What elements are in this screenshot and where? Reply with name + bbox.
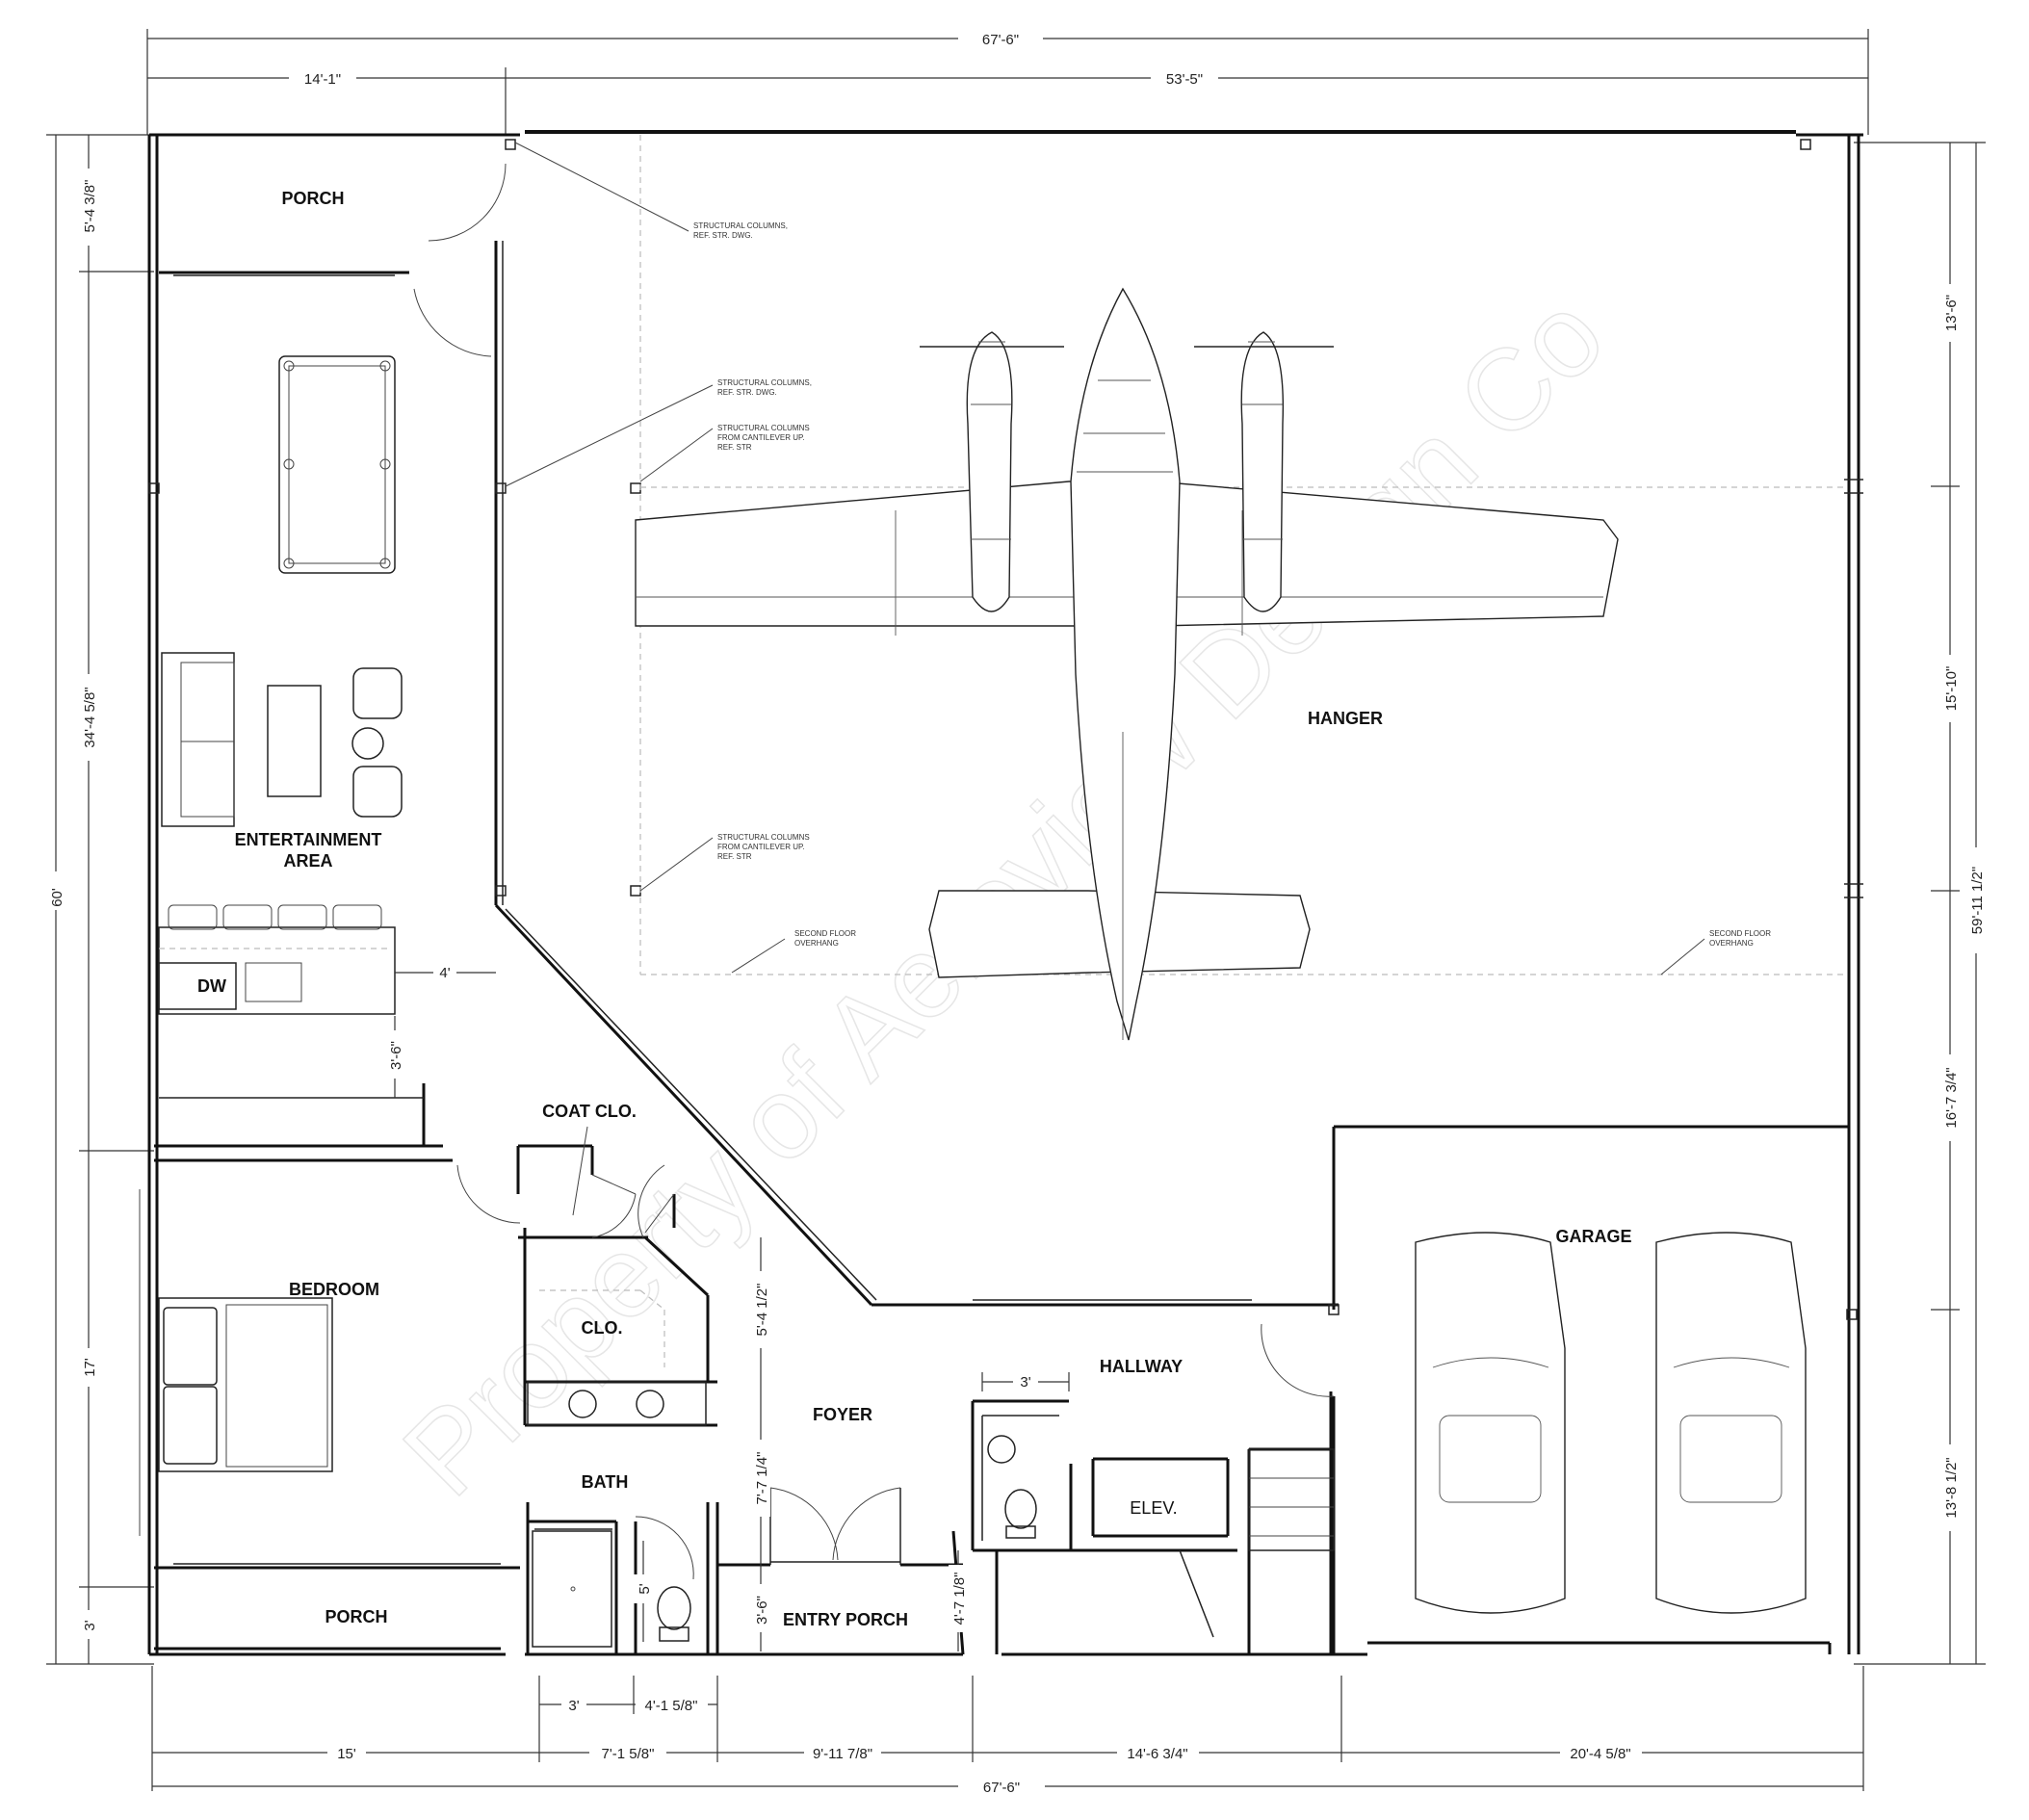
dim-bottom-3: 9'-11 7/8" xyxy=(813,1746,872,1762)
dim-bottom-1: 15' xyxy=(337,1746,356,1762)
label-closet: CLO. xyxy=(582,1318,623,1338)
car-right xyxy=(1655,1232,1807,1614)
dim-right-overall: 59'-11 1/2" xyxy=(1969,867,1986,934)
car-left xyxy=(1415,1232,1566,1614)
dimensions-bottom: 15' 7'-1 5/8" 9'-11 7/8" 14'-6 3/4" 20'-… xyxy=(151,1666,1864,1796)
dimensions-top: 67'-6" 14'-1" 53'-5" xyxy=(146,29,1869,135)
dimensions-left: 60' 5'-4 3/8" 34'-4 5/8" 17' 3' xyxy=(46,134,154,1665)
note-col-3c: REF. STR xyxy=(717,443,752,452)
dim-right-1: 13'-6" xyxy=(1943,295,1960,331)
stairs xyxy=(1179,1448,1335,1638)
dim-left-overall: 60' xyxy=(49,888,65,907)
closet-rods xyxy=(539,1289,665,1367)
dim-right-2: 15'-10" xyxy=(1943,666,1960,712)
coffee-table xyxy=(267,685,322,797)
dim-int-5ft: 5' xyxy=(637,1583,653,1594)
toilet-bath xyxy=(657,1586,691,1642)
pool-table xyxy=(278,355,396,574)
dim-right-3: 16'-7 3/4" xyxy=(1943,1067,1960,1128)
note-col-2a: STRUCTURAL COLUMNS, xyxy=(717,378,812,387)
structural-columns xyxy=(148,139,1863,1320)
dim-bottom-2: 7'-1 5/8" xyxy=(602,1746,655,1762)
note-col-2b: REF. STR. DWG. xyxy=(717,388,777,397)
dim-int-3ft: 3' xyxy=(1020,1374,1030,1391)
dim-right-4: 13'-8 1/2" xyxy=(1943,1457,1960,1518)
note-col-4c: REF. STR xyxy=(717,852,752,861)
dim-left-1: 5'-4 3/8" xyxy=(82,180,98,233)
dim-bottom-overall: 67'-6" xyxy=(983,1780,1020,1796)
airplane xyxy=(635,287,1619,1041)
note-overhang-2a: SECOND FLOOR xyxy=(1709,929,1771,938)
dim-bottom-sub-1: 3' xyxy=(568,1698,579,1714)
note-overhang-2b: OVERHANG xyxy=(1709,939,1754,948)
exterior-walls xyxy=(147,130,1863,1656)
shower xyxy=(532,1530,612,1648)
interior-dimensions: 4' 3'-6" 5'-4 1/2" 7'-7 1/4" 3'-6" 5' 4'… xyxy=(385,963,1070,1651)
dim-left-2: 34'-4 5/8" xyxy=(82,687,98,747)
dim-int-3-6a: 3'-6" xyxy=(388,1041,404,1070)
dim-bottom-5: 20'-4 5/8" xyxy=(1570,1746,1630,1762)
annotations: STRUCTURAL COLUMNS, REF. STR. DWG. STRUC… xyxy=(505,142,1771,1216)
bed xyxy=(158,1297,333,1472)
dim-top-overall: 67'-6" xyxy=(982,32,1019,48)
note-overhang-1a: SECOND FLOOR xyxy=(794,929,856,938)
dim-top-right: 53'-5" xyxy=(1166,71,1203,88)
label-hallway: HALLWAY xyxy=(1100,1357,1183,1376)
note-col-4b: FROM CANTILEVER UP. xyxy=(717,843,805,851)
dim-bottom-sub-2: 4'-1 5/8" xyxy=(645,1698,698,1714)
dim-left-4: 3' xyxy=(82,1620,98,1630)
sofa xyxy=(161,652,235,827)
label-coat-closet: COAT CLO. xyxy=(542,1102,637,1121)
dim-int-5-4-half: 5'-4 1/2" xyxy=(754,1284,770,1337)
powder-room xyxy=(987,1435,1037,1539)
overhang-lines xyxy=(639,135,1844,975)
dim-int-7-7-quarter: 7'-7 1/4" xyxy=(754,1452,770,1505)
dim-int-3-6b: 3'-6" xyxy=(754,1596,770,1625)
dim-top-left: 14'-1" xyxy=(304,71,341,88)
label-entertainment-1: ENTERTAINMENT xyxy=(235,830,382,849)
note-col-4a: STRUCTURAL COLUMNS xyxy=(717,833,810,842)
label-bath: BATH xyxy=(582,1472,629,1492)
label-elevator: ELEV. xyxy=(1130,1498,1177,1518)
label-porch-top: PORCH xyxy=(281,189,344,208)
vanity xyxy=(527,1381,707,1426)
label-garage: GARAGE xyxy=(1555,1227,1631,1246)
room-labels: PORCH ENTERTAINMENT AREA DW COAT CLO. BE… xyxy=(197,189,1632,1629)
doors xyxy=(139,163,1335,1580)
label-bedroom: BEDROOM xyxy=(289,1280,379,1299)
note-overhang-1b: OVERHANG xyxy=(794,939,839,948)
label-hanger: HANGER xyxy=(1308,709,1383,728)
label-foyer: FOYER xyxy=(813,1405,872,1424)
label-entertainment-2: AREA xyxy=(283,851,332,871)
label-entry-porch: ENTRY PORCH xyxy=(783,1610,908,1629)
label-dw: DW xyxy=(197,976,226,996)
note-col-3b: FROM CANTILEVER UP. xyxy=(717,433,805,442)
label-porch-bottom: PORCH xyxy=(325,1607,387,1626)
dimensions-right: 59'-11 1/2" 13'-6" 15'-10" 16'-7 3/4" 13… xyxy=(1854,142,1986,1665)
note-col-1b: REF. STR. DWG. xyxy=(693,231,753,240)
note-col-3a: STRUCTURAL COLUMNS xyxy=(717,424,810,432)
dim-int-4ft: 4' xyxy=(439,965,450,981)
lounge-chairs xyxy=(351,667,403,818)
dim-bottom-4: 14'-6 3/4" xyxy=(1127,1746,1187,1762)
note-col-1a: STRUCTURAL COLUMNS, xyxy=(693,221,788,230)
dim-left-3: 17' xyxy=(82,1358,98,1377)
dim-int-4-7-eighth: 4'-7 1/8" xyxy=(951,1573,968,1625)
kitchen-island xyxy=(158,904,396,1015)
